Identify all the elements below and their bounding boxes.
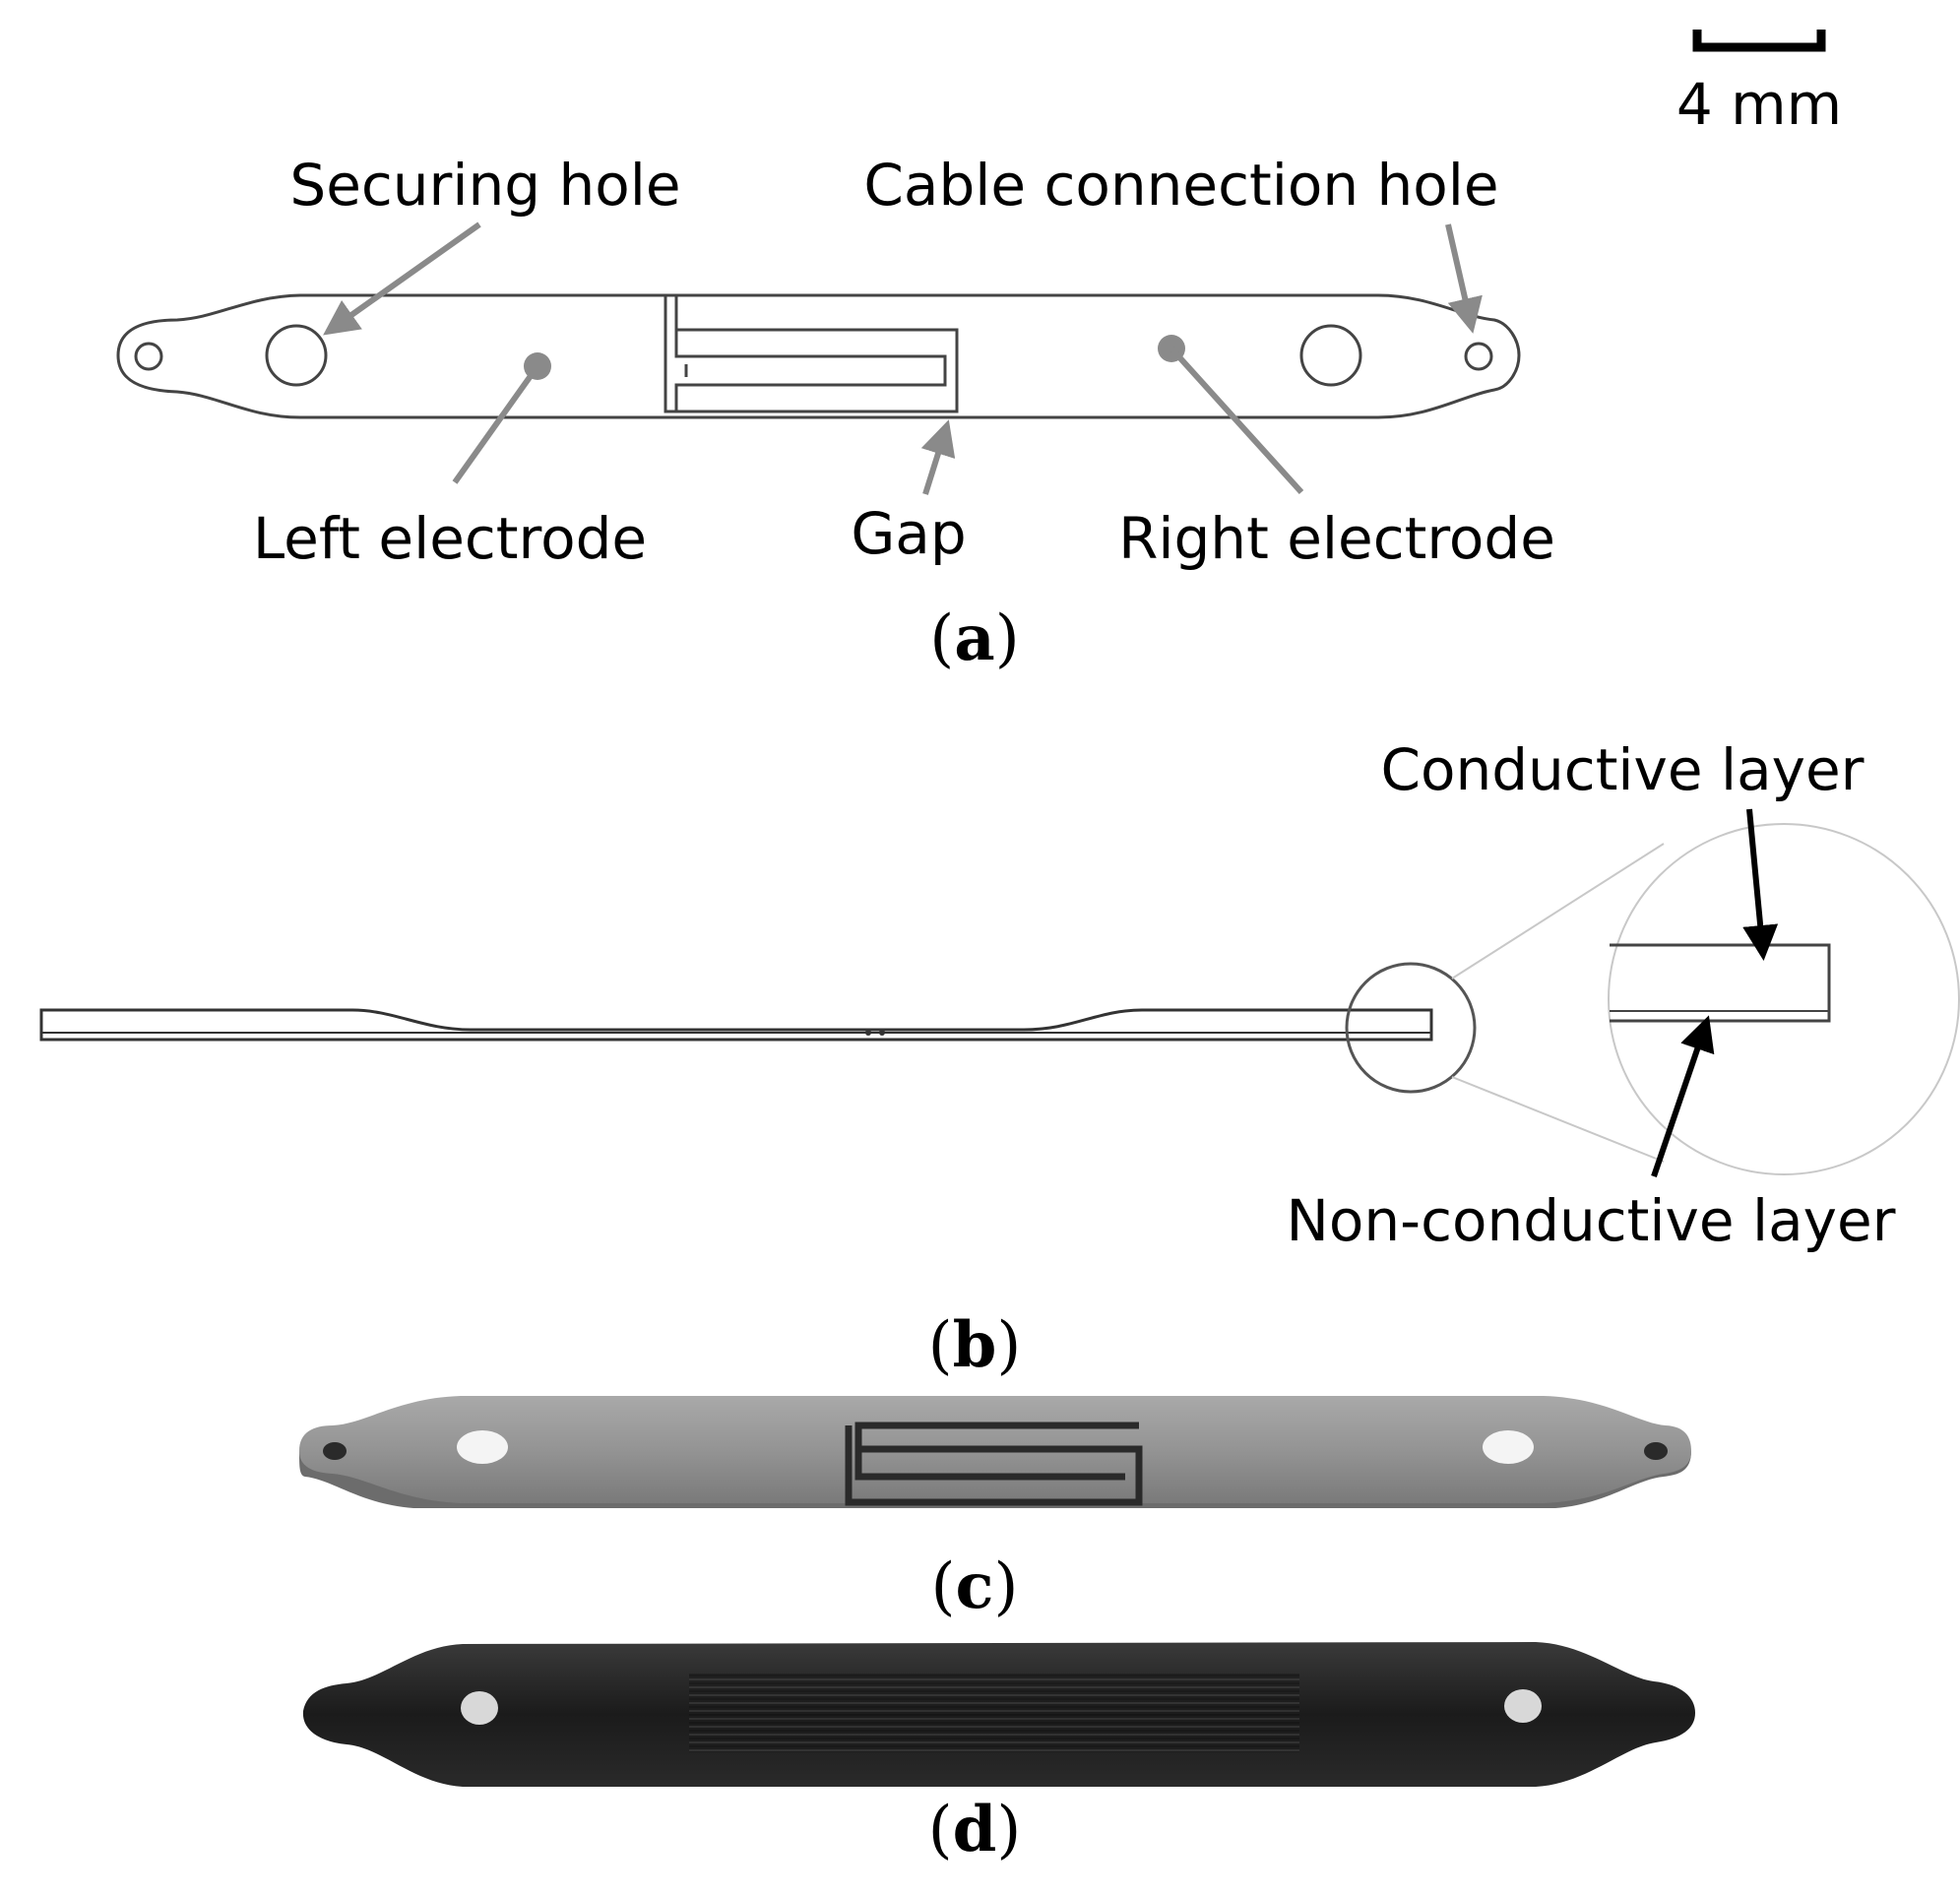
leader-right-electrode <box>1169 346 1304 495</box>
arrow-cable-connection-hole <box>1445 223 1483 334</box>
label-non-conductive-layer: Non-conductive layer <box>1287 1187 1896 1254</box>
electrode-top-outline <box>116 293 1521 419</box>
print-infill-texture <box>689 1674 1299 1752</box>
leader-left-electrode <box>452 364 540 484</box>
cable-connection-hole <box>1464 342 1493 371</box>
render-small-hole-left <box>323 1442 347 1460</box>
photo-hole-left <box>461 1691 498 1725</box>
zoom-guide-line <box>1451 1076 1665 1163</box>
render-securing-hole-left <box>457 1430 508 1464</box>
scale-bar-label: 4 mm <box>1676 71 1842 138</box>
photo-hole-right <box>1504 1689 1542 1723</box>
scale-bar: 4 mm <box>1676 30 1842 138</box>
arrow-gap <box>920 419 956 495</box>
label-conductive-layer: Conductive layer <box>1380 736 1864 803</box>
render-small-hole-right <box>1644 1442 1668 1460</box>
electrode-side-profile <box>39 1008 1433 1042</box>
securing-hole-left <box>265 324 328 387</box>
gap-dot <box>879 1030 885 1036</box>
interdigitated-gap <box>664 295 959 413</box>
arrow-conductive-layer <box>1742 808 1779 961</box>
label-gap: Gap <box>851 500 966 567</box>
panel-a: Securing hole Cable connection hole Left… <box>116 152 1555 675</box>
gap-dot <box>865 1030 871 1036</box>
zoom-detail-circle <box>1608 823 1960 1175</box>
label-left-electrode: Left electrode <box>253 505 647 572</box>
label-cable-connection-hole: Cable connection hole <box>863 152 1498 219</box>
small-hole-left <box>134 342 163 371</box>
caption-c: (c) <box>931 1549 1019 1623</box>
label-securing-hole: Securing hole <box>289 152 680 219</box>
zoom-guide-line <box>1451 843 1665 980</box>
caption-b: (b) <box>928 1308 1022 1382</box>
caption-d: (d) <box>928 1793 1022 1866</box>
arrow-non-conductive-layer <box>1651 1015 1715 1177</box>
panel-d: (d) <box>302 1642 1696 1866</box>
zoom-source-circle <box>1345 962 1477 1094</box>
caption-a: (a) <box>929 601 1019 675</box>
render-interdigitated-gap <box>845 1422 1143 1506</box>
zoom-electrode-section <box>1610 943 1831 1023</box>
panel-c: (c) <box>299 1396 1691 1623</box>
arrow-securing-hole <box>323 221 481 336</box>
render-securing-hole-right <box>1483 1430 1534 1464</box>
label-right-electrode: Right electrode <box>1118 505 1555 572</box>
securing-hole-right <box>1299 324 1362 387</box>
panel-b: Conductive layer Non-conductive layer (b… <box>39 736 1960 1382</box>
